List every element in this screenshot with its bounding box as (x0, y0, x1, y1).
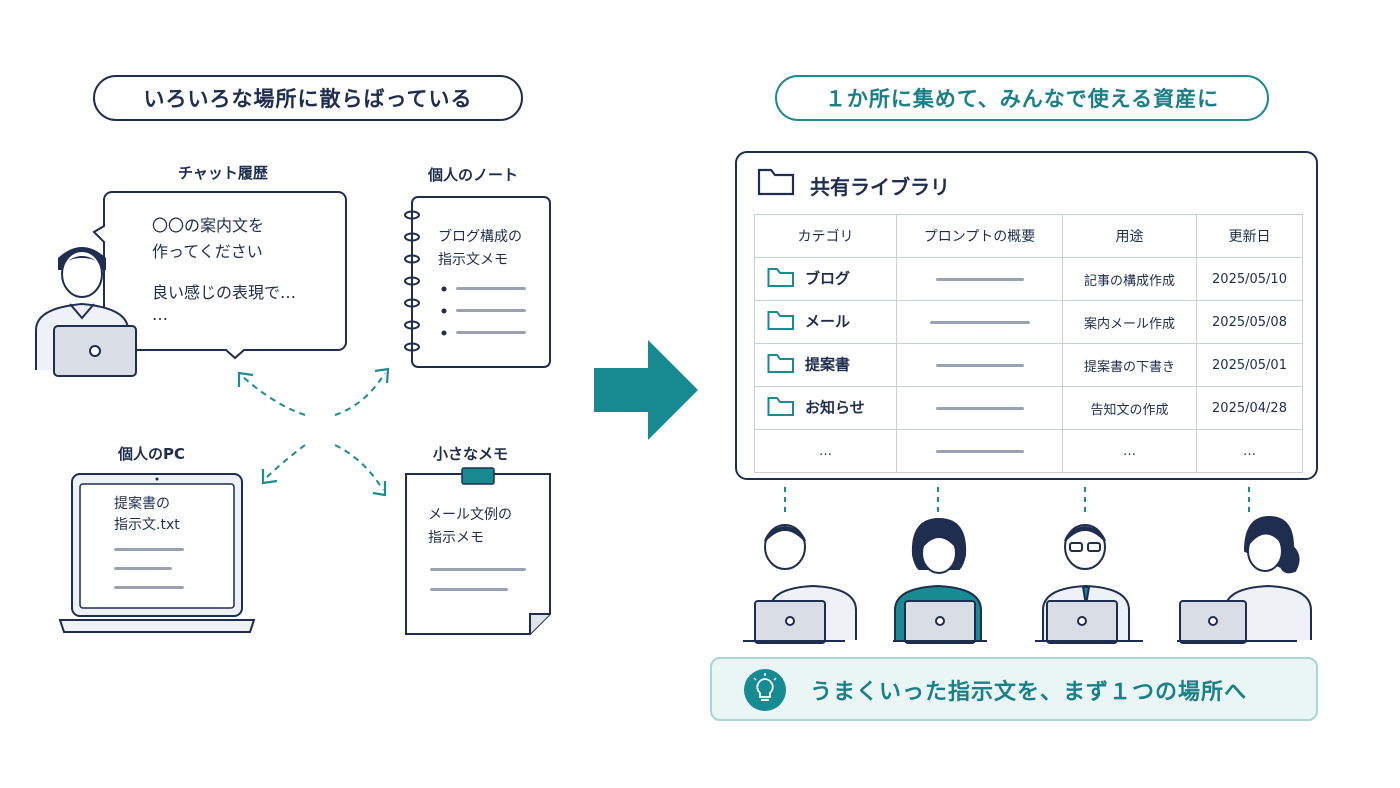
notebook-line-2: 指示文メモ (438, 252, 508, 268)
notebook-icon (404, 196, 551, 368)
summary-placeholder (935, 277, 1024, 281)
team-member-icon (893, 517, 987, 644)
row-usage: … (1062, 429, 1197, 473)
summary-placeholder (935, 449, 1024, 453)
left-heading: いろいろな場所に散らばっている (93, 75, 523, 121)
pc-line-2: 指示文.txt (114, 517, 180, 533)
footer-message-bar (710, 657, 1318, 721)
pc-label: 個人のPC (118, 445, 186, 463)
team-members (743, 515, 1312, 644)
memo-line-1: メール文例の (428, 507, 512, 523)
row-date: 2025/05/10 (1196, 257, 1303, 301)
col-summary: プロンプトの概要 (896, 214, 1063, 258)
folder-icon (757, 168, 795, 196)
notebook-line-1: ブログ構成の (438, 229, 522, 245)
summary-placeholder (935, 406, 1024, 410)
memo-label: 小さなメモ (433, 445, 509, 463)
prompt-table: カテゴリ プロンプトの概要 用途 更新日 ブログ 記事の構成作成 2025/05… (754, 214, 1303, 473)
right-heading: １か所に集めて、みんなで使える資産に (775, 75, 1269, 121)
chat-bubble (92, 191, 347, 360)
row-summary (896, 257, 1063, 301)
table-row[interactable]: 提案書 提案書の下書き 2025/05/01 (754, 343, 1303, 387)
library-title: 共有ライブラリ (810, 175, 950, 199)
connector-lines (784, 487, 1250, 513)
row-category: お知らせ (754, 386, 897, 430)
row-summary (896, 429, 1063, 473)
table-row[interactable]: ブログ 記事の構成作成 2025/05/10 (754, 257, 1303, 301)
col-category: カテゴリ (754, 214, 897, 258)
chat-line-1: 〇〇の案内文を (152, 216, 265, 235)
table-row[interactable]: メール 案内メール作成 2025/05/08 (754, 300, 1303, 344)
chat-label: チャット履歴 (178, 164, 268, 182)
col-usage: 用途 (1062, 214, 1197, 258)
row-category: 提案書 (754, 343, 897, 387)
pc-line-1: 提案書の (114, 496, 170, 512)
folder-icon (767, 352, 795, 378)
row-usage: 記事の構成作成 (1062, 257, 1197, 301)
col-date: 更新日 (1196, 214, 1303, 258)
row-summary (896, 300, 1063, 344)
row-category: ブログ (754, 257, 897, 301)
row-date: 2025/05/08 (1196, 300, 1303, 344)
row-summary (896, 386, 1063, 430)
chat-line-4: … (152, 305, 168, 324)
table-row: … … … (754, 429, 1303, 473)
chat-line-3: 良い感じの表現で… (152, 283, 297, 302)
chat-line-2: 作ってください (152, 242, 263, 261)
sticky-memo-icon (405, 467, 551, 635)
row-summary (896, 343, 1063, 387)
row-date: 2025/04/28 (1196, 386, 1303, 430)
table-header-row: カテゴリ プロンプトの概要 用途 更新日 (754, 214, 1303, 258)
row-date: … (1196, 429, 1303, 473)
row-category: メール (754, 300, 897, 344)
row-date: 2025/05/01 (1196, 343, 1303, 387)
user-with-laptop-icon (35, 247, 137, 377)
summary-placeholder (929, 320, 1030, 324)
table-row[interactable]: お知らせ 告知文の作成 2025/04/28 (754, 386, 1303, 430)
team-member-icon (743, 524, 857, 644)
memo-line-2: 指示メモ (428, 530, 484, 546)
row-usage: 告知文の作成 (1062, 386, 1197, 430)
team-member-icon (1177, 515, 1312, 644)
row-usage: 提案書の下書き (1062, 343, 1197, 387)
row-category: … (754, 429, 897, 473)
summary-placeholder (935, 363, 1024, 367)
lightbulb-icon (744, 669, 786, 711)
team-member-icon (1035, 524, 1143, 644)
folder-icon (767, 266, 795, 292)
scatter-arrows (237, 367, 390, 497)
footer-message: うまくいった指示文を、まず１つの場所へ (810, 680, 1248, 705)
big-right-arrow (594, 340, 698, 440)
notebook-label: 個人のノート (428, 166, 519, 184)
row-usage: 案内メール作成 (1062, 300, 1197, 344)
folder-icon (767, 395, 795, 421)
laptop-icon (58, 473, 256, 633)
folder-icon (767, 309, 795, 335)
